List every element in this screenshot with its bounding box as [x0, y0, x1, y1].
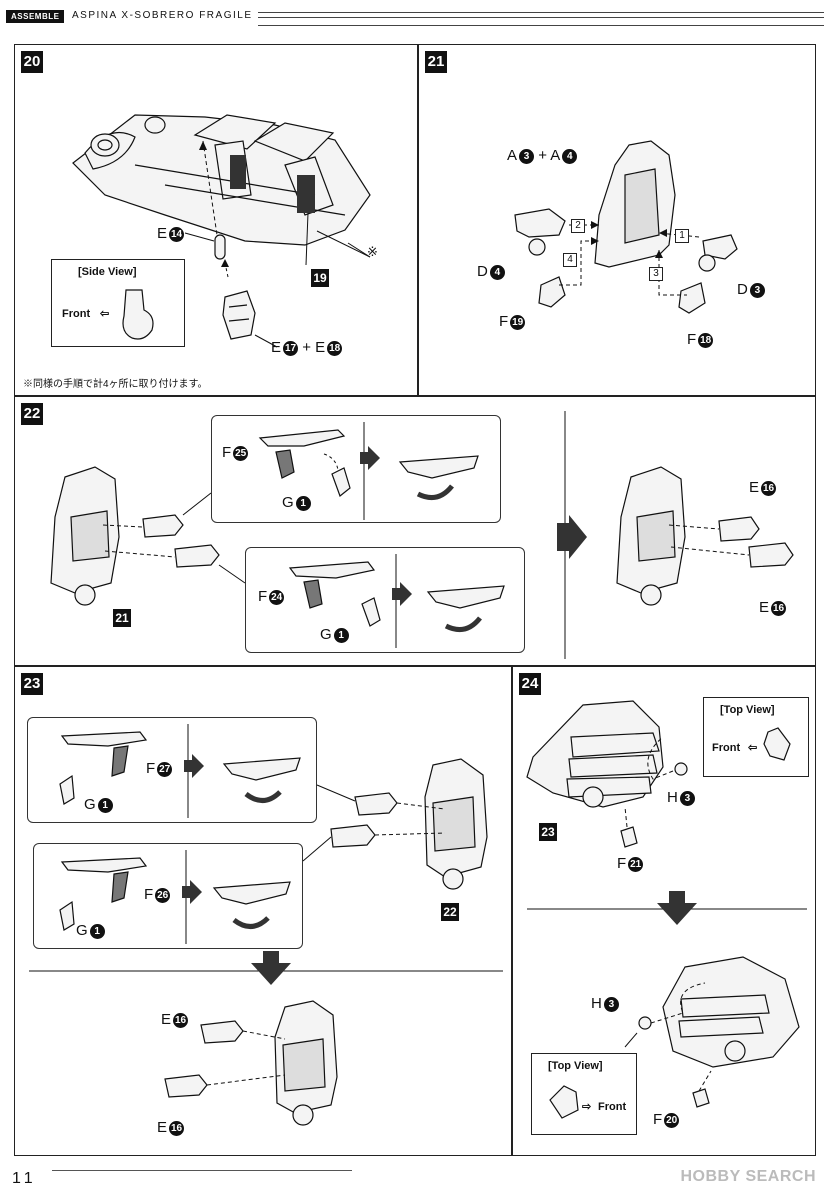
reference-part-21: 21: [113, 609, 131, 627]
step-number: 22: [21, 403, 43, 425]
front-label: Front: [598, 1101, 627, 1113]
side-view-callout: [Side View] Front ⇦: [51, 259, 185, 347]
front-label: Front: [712, 742, 741, 754]
order-step-1: 1: [675, 229, 689, 243]
front-label: Front: [62, 308, 91, 320]
header-rule: [258, 12, 824, 26]
panel-parts-illustration: [288, 554, 505, 648]
assemble-tag: ASSEMBLE: [6, 10, 65, 23]
reference-part-23: 23: [539, 823, 557, 841]
wing-assembly-illustration: [72, 114, 371, 348]
panel-parts-illustration: [59, 724, 301, 818]
document-title: ASPINA X-SOBRERO FRAGILE: [72, 10, 253, 21]
top-view-title: [Top View]: [720, 704, 775, 716]
reference-part-22: 22: [441, 903, 459, 921]
step-24-panel: 24 23 [Top: [512, 666, 816, 1156]
order-step-4: 4: [563, 253, 577, 267]
page-number: 11: [12, 1170, 37, 1187]
part-top-profile-illustration: [763, 727, 791, 761]
peg-profile-illustration: [122, 289, 154, 340]
front-arrow-icon: ⇦: [100, 308, 110, 320]
step-number: 24: [519, 673, 541, 695]
footer-rule: [52, 1170, 352, 1171]
panel-parts-illustration: [59, 850, 291, 944]
watermark-logo: HOBBY SEARCH: [680, 1168, 816, 1185]
step-number: 21: [425, 51, 447, 73]
assembly-note: ※同様の手順で計4ヶ所に取り付けます。: [23, 379, 208, 390]
torso-with-panels-illustration: [50, 411, 794, 659]
side-view-title: [Side View]: [78, 266, 137, 278]
top-view-title: [Top View]: [548, 1060, 603, 1072]
torso-assembly-illustration: [29, 758, 503, 1126]
step-number: 23: [21, 673, 43, 695]
torso-parts-illustration: [526, 700, 807, 1108]
page-header: ASSEMBLE ASPINA X-SOBRERO FRAGILE: [0, 0, 828, 36]
step-20-panel: 20 19 ※: [14, 44, 418, 396]
step-number: 20: [21, 51, 43, 73]
reference-part-19: 19: [311, 269, 329, 287]
panel-parts-illustration: [258, 422, 479, 520]
order-step-2: 2: [571, 219, 585, 233]
front-arrow-icon: ⇦: [748, 742, 758, 754]
order-step-3: 3: [649, 267, 663, 281]
top-view-callout-upper: [Top View] Front ⇦: [703, 697, 809, 777]
front-arrow-icon: ⇨: [582, 1101, 592, 1113]
part-top-profile-illustration: [549, 1085, 579, 1119]
step-22-panel: 22 21: [14, 396, 816, 666]
top-view-callout-lower: [Top View] ⇨ Front: [531, 1053, 637, 1135]
torso-part-illustration: [514, 140, 738, 314]
asterisk-mark: ※: [367, 244, 378, 259]
